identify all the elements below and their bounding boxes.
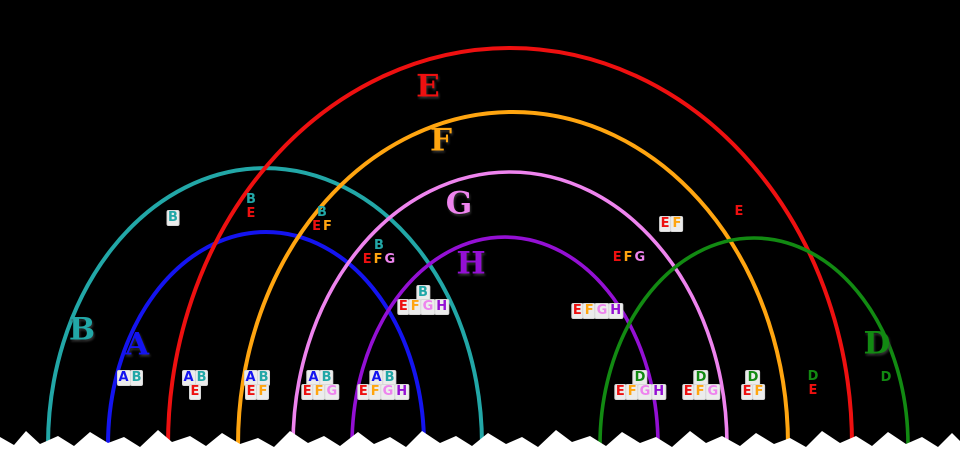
arc-G [291, 170, 729, 447]
torn-paper-edge [0, 430, 960, 451]
arc-A [106, 230, 426, 447]
arc-E [166, 46, 854, 447]
arc-F [236, 110, 790, 447]
arc-D [598, 236, 910, 447]
arc-H [350, 235, 660, 447]
